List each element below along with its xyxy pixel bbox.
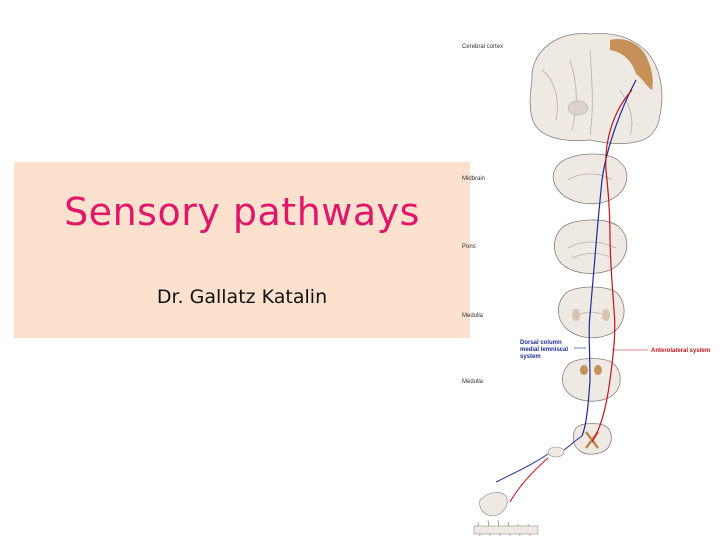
label-medulla-lower: Medulla <box>462 379 484 385</box>
slide-author: Dr. Gallatz Katalin <box>156 286 328 308</box>
label-midbrain: Midbrain <box>462 176 485 182</box>
pons-section <box>554 219 628 274</box>
label-cerebral-cortex: Cerebral cortex <box>462 44 503 50</box>
midbrain-section <box>552 153 628 205</box>
medulla-upper-section <box>558 286 625 339</box>
label-dorsal-column-1: Dorsal column <box>520 340 562 346</box>
label-medulla-upper: Medulla <box>462 313 484 319</box>
label-pons: Pons <box>462 244 476 250</box>
anterolateral-pathway <box>591 89 633 443</box>
peripheral-nerve <box>473 435 583 537</box>
label-dorsal-column-2: medial lemniscal <box>520 347 568 353</box>
label-anterolateral: Anterolateral system <box>651 348 710 354</box>
cerebrum-section <box>529 33 663 145</box>
title-box: Sensory pathways Dr. Gallatz Katalin <box>14 162 470 338</box>
slide-title: Sensory pathways <box>64 190 420 234</box>
medulla-lower-section <box>562 358 621 402</box>
dorsal-column-pathway <box>581 79 637 437</box>
label-dorsal-column-3: system <box>520 354 541 360</box>
spinal-cord-section <box>572 423 612 455</box>
sensory-pathway-figure: Cerebral cortex Midbrain Pons Medulla Me… <box>462 33 710 537</box>
